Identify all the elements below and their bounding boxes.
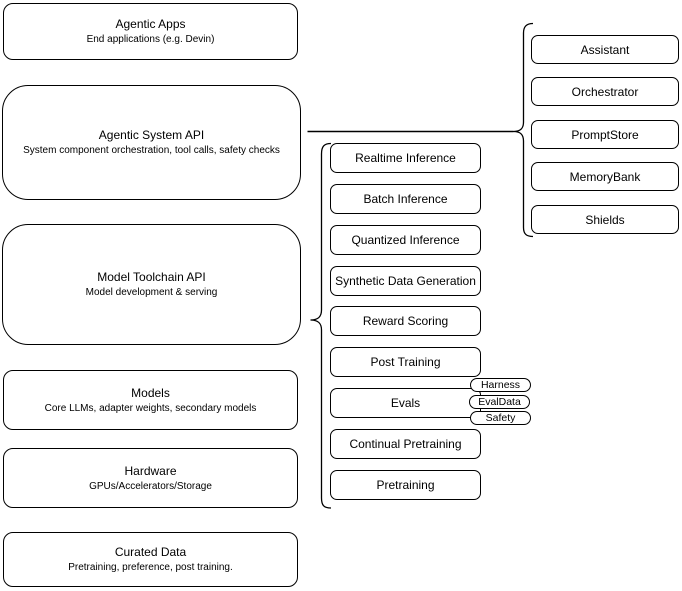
node-evals-evaldata: EvalData [469,395,530,409]
node-models: Models Core LLMs, adapter weights, secon… [3,370,298,430]
toolchain-brace [310,142,332,509]
node-promptstore: PromptStore [531,120,679,149]
node-title: Agentic Apps [115,17,186,31]
node-reward-scoring: Reward Scoring [330,306,481,336]
node-agentic-apps: Agentic Apps End applications (e.g. Devi… [3,3,298,60]
node-realtime-inference: Realtime Inference [330,143,481,173]
node-subtitle: Pretraining, preference, post training. [68,562,233,573]
node-agentic-system-api: Agentic System API System component orch… [2,85,301,200]
node-title: Curated Data [114,545,187,559]
node-evals: Evals [330,388,481,418]
node-evals-safety: Safety [470,411,531,425]
node-subtitle: Model development & serving [85,287,218,298]
node-title: Model Toolchain API [97,270,206,284]
node-model-toolchain-api: Model Toolchain API Model development & … [2,224,301,345]
node-memorybank: MemoryBank [531,162,679,191]
node-post-training: Post Training [330,347,481,377]
node-synthetic-data-generation: Synthetic Data Generation [330,266,481,296]
node-subtitle: End applications (e.g. Devin) [86,34,215,45]
node-subtitle: System component orchestration, tool cal… [23,145,280,156]
node-batch-inference: Batch Inference [330,184,481,214]
node-curated-data: Curated Data Pretraining, preference, po… [3,532,298,587]
node-hardware: Hardware GPUs/Accelerators/Storage [3,448,298,508]
node-pretraining: Pretraining [330,470,481,500]
node-title: Agentic System API [98,128,205,142]
node-title: Hardware [124,463,177,478]
node-orchestrator: Orchestrator [531,77,679,106]
node-quantized-inference: Quantized Inference [330,225,481,255]
node-continual-pretraining: Continual Pretraining [330,429,481,459]
node-evals-harness: Harness [470,378,531,392]
node-assistant: Assistant [531,35,679,64]
node-shields: Shields [531,205,679,234]
node-title: Models [131,385,170,400]
node-subtitle: GPUs/Accelerators/Storage [89,480,212,492]
node-subtitle: Core LLMs, adapter weights, secondary mo… [44,402,257,414]
